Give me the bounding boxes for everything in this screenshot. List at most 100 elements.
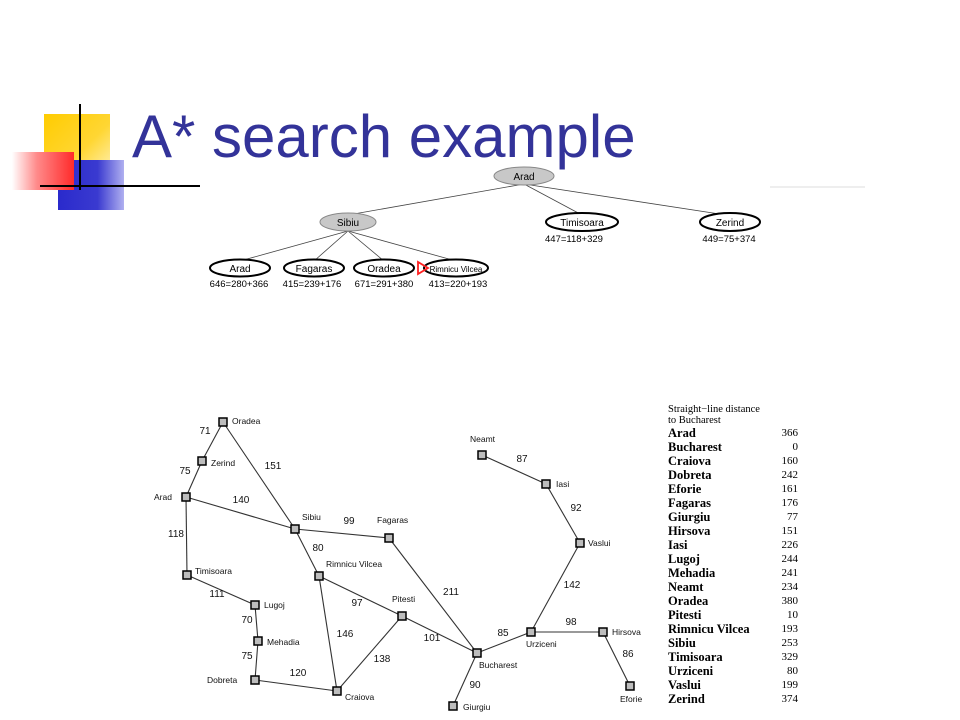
table-title-line: Straight−line distance — [668, 404, 760, 415]
next-expansion-arrow-icon — [417, 260, 430, 276]
tree-node-label: Zerind — [716, 218, 744, 229]
road-distance-label: 70 — [241, 615, 253, 626]
distance-value: 10 — [787, 609, 798, 621]
city-name: Bucharest — [668, 440, 722, 454]
city-node-square — [384, 533, 394, 543]
distance-value: 80 — [787, 665, 798, 677]
table-title-line: to Bucharest — [668, 415, 721, 426]
city-label: Zerind — [211, 458, 235, 468]
road-distance-label: 99 — [343, 516, 355, 527]
distance-value: 151 — [781, 525, 799, 537]
distance-value: 244 — [781, 553, 799, 565]
road-craiova-pitesti — [336, 615, 403, 692]
city-lugoj: Lugoj — [250, 600, 285, 610]
road-distance-label: 75 — [179, 466, 191, 477]
road-distance-label: 92 — [570, 503, 582, 514]
title-underline-faint — [770, 186, 865, 188]
tree-node-score: 447=118+329 — [545, 234, 603, 245]
table-row: Iasi 226 — [668, 538, 798, 552]
city-name: Sibiu — [668, 636, 696, 650]
city-name: Iasi — [668, 538, 688, 552]
city-node-square — [182, 570, 192, 580]
road-oradea-zerind — [201, 421, 224, 462]
road-urziceni-vaslui — [530, 542, 581, 633]
city-name: Hirsova — [668, 524, 711, 538]
city-node-square — [197, 456, 207, 466]
city-node-square — [625, 681, 635, 691]
city-timisoara: Timisoara — [182, 566, 232, 580]
city-label: Dobreta — [207, 675, 238, 685]
tree-node-score: 415=239+176 — [283, 279, 342, 290]
city-label: Bucharest — [479, 660, 518, 670]
city-name: Zerind — [668, 692, 705, 706]
city-hirsova: Hirsova — [598, 627, 641, 637]
city-node-square — [472, 648, 482, 658]
tree-node-root: Arad — [493, 166, 555, 186]
distance-value: 199 — [781, 679, 799, 691]
city-name: Oradea — [668, 594, 709, 608]
city-label: Urziceni — [526, 639, 557, 649]
city-name: Eforie — [668, 482, 702, 496]
city-name: Neamt — [668, 580, 704, 594]
distance-value: 226 — [781, 539, 799, 551]
road-lugoj-mehadia — [254, 604, 259, 642]
city-node-square — [448, 701, 458, 711]
road-sibiu-fagaras — [294, 528, 390, 539]
road-distance-label: 101 — [424, 633, 441, 644]
distance-value: 193 — [781, 623, 799, 635]
slide-title: A* search example — [132, 103, 636, 170]
tree-node-label: Timisoara — [560, 218, 604, 229]
city-iasi: Iasi — [541, 479, 569, 489]
road-mehadia-dobreta — [254, 640, 259, 681]
city-name: Arad — [668, 426, 696, 440]
tree-node-arad: Arad 646=280+366 — [209, 258, 271, 290]
search-tree: Arad Sibiu Timisoara 447=118+329 Zerind … — [209, 166, 761, 290]
tree-node-label: Oradea — [367, 264, 401, 275]
road-pitesti-bucharest — [401, 615, 478, 654]
city-label: Eforie — [620, 694, 642, 704]
road-distance-label: 138 — [374, 654, 391, 665]
road-arad-timisoara — [185, 496, 188, 576]
tree-node-score: 671=291+380 — [355, 279, 414, 290]
tree-node-label: Sibiu — [337, 218, 359, 229]
city-name: Urziceni — [668, 664, 714, 678]
city-giurgiu: Giurgiu — [448, 701, 491, 712]
city-node-square — [332, 686, 342, 696]
road-distance-label: 80 — [312, 543, 324, 554]
city-node-square — [477, 450, 487, 460]
city-neamt: Neamt — [470, 434, 496, 460]
distance-value: 380 — [781, 595, 799, 607]
city-name: Timisoara — [668, 650, 723, 664]
city-label: Craiova — [345, 692, 375, 702]
road-iasi-neamt — [481, 454, 547, 485]
table-row: Dobreta 242 — [668, 468, 798, 482]
city-node-square — [253, 636, 263, 646]
city-node-square — [314, 571, 324, 581]
tree-node-label: Rimnicu Vilcea — [430, 265, 483, 274]
city-label: Oradea — [232, 416, 261, 426]
tree-node-label: Arad — [513, 172, 534, 183]
title-underline — [40, 185, 200, 187]
city-name: Giurgiu — [668, 510, 711, 524]
city-dobreta: Dobreta — [207, 675, 260, 685]
distance-value: 161 — [781, 483, 799, 495]
city-node-square — [181, 492, 191, 502]
road-hirsova-eforie — [602, 631, 631, 687]
road-distance-label: 87 — [516, 454, 528, 465]
city-label: Neamt — [470, 434, 496, 444]
distance-value: 242 — [781, 469, 799, 481]
city-name: Dobreta — [668, 468, 712, 482]
table-title: Straight−line distance to Bucharest — [668, 404, 798, 426]
tree-node-fagaras: Fagaras 415=239+176 — [283, 258, 345, 290]
road-distance-label: 142 — [564, 580, 581, 591]
table-row: Giurgiu 77 — [668, 510, 798, 524]
distance-value: 160 — [781, 455, 799, 467]
city-node-square — [575, 538, 585, 548]
road-distance-label: 140 — [233, 495, 250, 506]
distance-value: 77 — [787, 511, 798, 523]
